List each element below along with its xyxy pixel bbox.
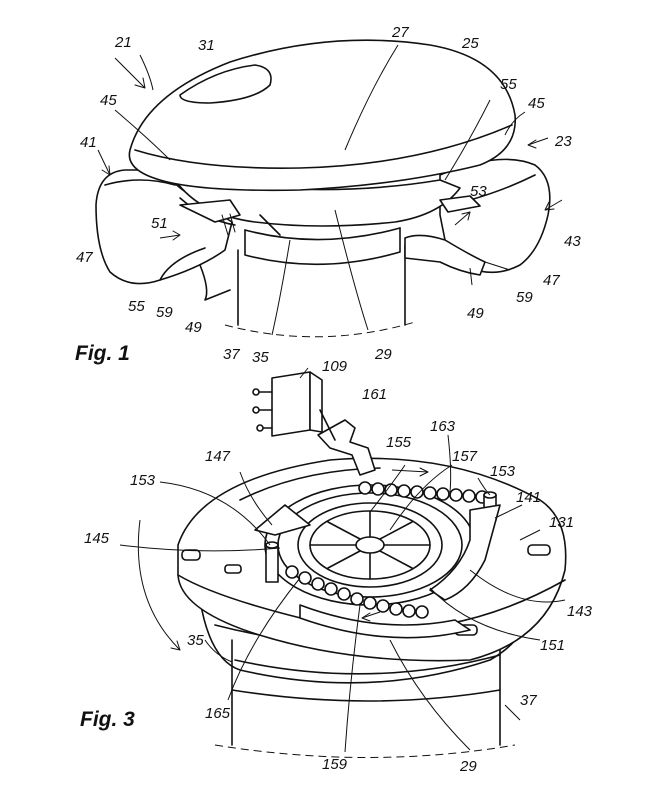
label-37-fig3: 37 [520, 692, 537, 709]
label-27: 27 [391, 24, 409, 41]
figure-1-caption: Fig. 1 [75, 342, 130, 365]
label-47-right: 47 [543, 272, 560, 289]
right-handle-43 [404, 158, 551, 276]
label-49-left: 49 [185, 319, 202, 336]
label-109: 109 [322, 358, 348, 375]
label-59-left: 59 [156, 304, 173, 321]
figure-1-arrows [97, 57, 563, 241]
slide-143 [299, 604, 471, 639]
label-55-bottom: 55 [128, 298, 145, 315]
label-21: 21 [114, 34, 132, 51]
switch-109 [252, 371, 323, 437]
label-51: 51 [151, 215, 168, 232]
label-35-fig3: 35 [187, 632, 204, 649]
container-37 [224, 244, 416, 338]
label-141: 141 [516, 489, 541, 506]
figure-3-labels: 109 161 163 155 147 157 153 153 141 131 … [84, 358, 593, 775]
container-37-fig3 [214, 639, 516, 758]
label-47-left: 47 [76, 249, 93, 266]
label-147: 147 [205, 448, 231, 465]
label-29: 29 [374, 346, 392, 363]
latch-51-53 [179, 195, 481, 236]
ball-chain-165 [285, 565, 429, 619]
top-cover-25 [128, 39, 516, 192]
label-31: 31 [198, 37, 215, 54]
label-143: 143 [567, 603, 593, 620]
label-37: 37 [223, 346, 240, 363]
label-145: 145 [84, 530, 110, 547]
figure-1-labels: 21 31 27 25 45 55 45 23 41 53 51 47 43 4… [76, 24, 581, 366]
neck-35 [244, 227, 401, 266]
label-165: 165 [205, 705, 231, 722]
label-53: 53 [470, 183, 487, 200]
pawl-147 [254, 504, 311, 536]
label-153-right: 153 [490, 463, 516, 480]
label-25: 25 [461, 35, 479, 52]
label-55-top: 55 [500, 76, 517, 93]
label-45-right: 45 [528, 95, 545, 112]
label-151: 151 [540, 637, 565, 654]
label-161: 161 [362, 386, 387, 403]
label-23: 23 [554, 133, 572, 150]
label-157: 157 [452, 448, 478, 465]
label-43: 43 [564, 233, 581, 250]
label-49-right: 49 [467, 305, 484, 322]
label-45-left: 45 [100, 92, 117, 109]
actuator-161 [317, 409, 376, 476]
label-59-right: 59 [516, 289, 533, 306]
figure-3-arrows [137, 467, 429, 651]
spoked-wheel-157 [297, 502, 443, 588]
label-159: 159 [322, 756, 348, 773]
figure-3-drawing [119, 367, 567, 758]
label-41: 41 [80, 134, 97, 151]
label-29-fig3: 29 [459, 758, 477, 775]
figure-1-drawing [95, 39, 563, 338]
label-35: 35 [252, 349, 269, 366]
label-163: 163 [430, 418, 456, 435]
label-153-left: 153 [130, 472, 156, 489]
label-155: 155 [386, 434, 412, 451]
figure-1-leader-lines [114, 44, 526, 336]
figure-3-caption: Fig. 3 [80, 708, 135, 731]
label-131: 131 [549, 514, 574, 531]
